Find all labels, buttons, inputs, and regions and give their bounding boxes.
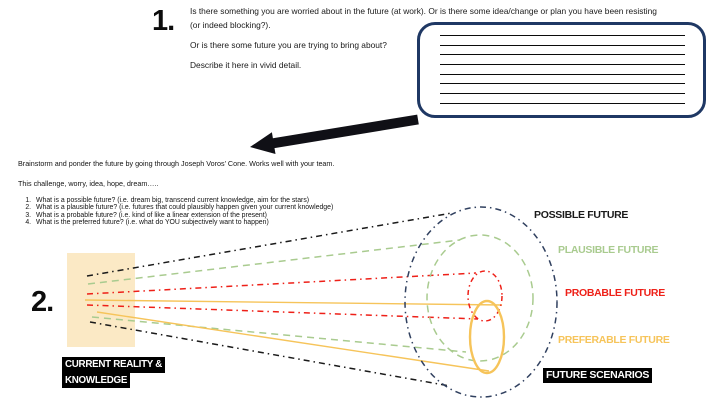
step-1-prompt: Is there something you are worried about… <box>190 5 710 72</box>
probable-future-label: PROBABLE FUTURE <box>565 287 665 299</box>
ruled-line <box>440 83 685 85</box>
instructions-subject: This challenge, worry, idea, hope, dream… <box>18 179 159 188</box>
question-item: What is a probable future? (i.e. kind of… <box>33 212 448 219</box>
ruled-line <box>440 44 685 46</box>
question-item: What is the preferred future? (i.e. what… <box>33 219 448 226</box>
plausible-ellipse <box>426 234 534 362</box>
ruled-lines <box>440 35 685 113</box>
plausible-future-label: PLAUSIBLE FUTURE <box>558 244 659 256</box>
current-reality-line-1: CURRENT REALITY & <box>62 357 166 373</box>
question-item: What is a possible future? (i.e. dream b… <box>33 197 448 204</box>
ruled-line <box>440 73 685 75</box>
plausible-cone-line-top <box>87 239 461 285</box>
possible-future-label: POSSIBLE FUTURE <box>534 209 629 221</box>
ruled-line <box>440 93 685 95</box>
preferable-future-label: PREFERABLE FUTURE <box>558 334 670 346</box>
probable-ellipse <box>467 270 503 322</box>
possible-ellipse <box>404 206 558 398</box>
preferable-ellipse <box>468 299 506 375</box>
instructions-intro: Brainstorm and ponder the future by goin… <box>18 159 335 168</box>
current-reality-box <box>67 253 135 347</box>
prompt-bring-about: Or is there some future you are trying t… <box>190 39 387 50</box>
prompt-line-2: (or indeed blocking?). <box>190 19 271 30</box>
ruled-line <box>440 35 685 36</box>
current-reality-line-2: KNOWLEDGE <box>62 372 131 388</box>
step-1-number: 1. <box>152 5 175 37</box>
future-scenarios-text: FUTURE SCENARIOS <box>543 368 653 383</box>
probable-cone-line-top <box>86 272 477 295</box>
current-reality-label: CURRENT REALITY & KNOWLEDGE <box>62 357 166 388</box>
future-scenarios-label: FUTURE SCENARIOS <box>543 368 653 383</box>
answer-box[interactable] <box>417 22 706 118</box>
ruled-line <box>440 54 685 56</box>
ruled-line <box>440 102 685 104</box>
ruled-line <box>440 64 685 66</box>
plausible-cone-line-bottom <box>91 316 467 353</box>
arrow-shape <box>250 114 419 154</box>
instructions: Brainstorm and ponder the future by goin… <box>18 160 448 226</box>
prompt-line-1: Is there something you are worried about… <box>190 6 657 16</box>
question-item: What is a plausible future? (i.e. future… <box>33 204 448 211</box>
step-2-number: 2. <box>31 286 54 318</box>
prompt-describe: Describe it here in vivid detail. <box>190 59 302 70</box>
probable-cone-line-bottom <box>86 304 479 320</box>
questions-list: What is a possible future? (i.e. dream b… <box>18 197 448 226</box>
preferable-cone-line-top <box>84 299 503 306</box>
